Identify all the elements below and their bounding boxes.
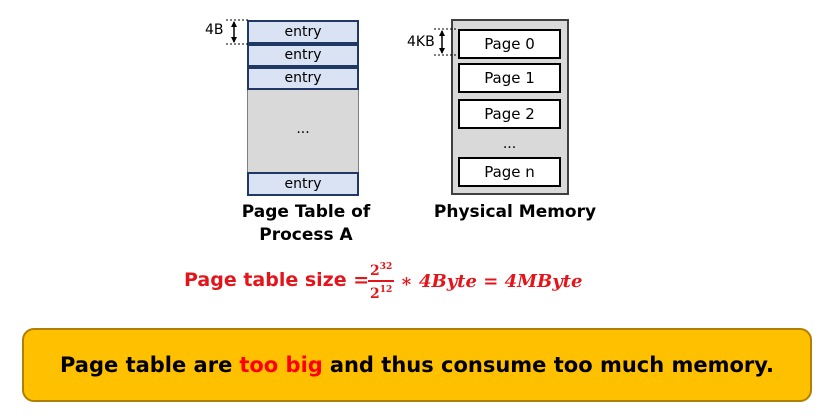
formula-rest: ∗ 4Byte = 4MByte [400,270,583,292]
numerator-exponent: 32 [379,262,393,272]
formula-numerator: 232 [368,259,394,280]
memory-page: Page n [458,157,561,187]
conclusion-banner: Page table are too big and thus consume … [22,328,812,402]
page-table-size-formula: 232 212 ∗ 4Byte = 4MByte [368,259,582,303]
banner-highlight: too big [239,353,323,377]
formula-denominator: 212 [368,282,394,303]
page-table-entry: entry [247,20,359,44]
physical-memory-caption: Physical Memory [433,202,597,222]
page-table-caption-line2: Process A [259,225,353,245]
page-table-entry: entry [247,44,359,67]
page-size-dimension-arrow [434,28,458,56]
memory-page: Page 1 [458,63,561,93]
memory-page: Page 0 [458,29,561,59]
numerator-base: 2 [370,263,380,279]
banner-text-before: Page table are [59,353,233,377]
page-size-label: 4KB [407,34,435,50]
denominator-exponent: 12 [379,285,393,295]
memory-ellipsis: ... [502,136,517,152]
entry-size-label: 4B [205,22,224,38]
entry-size-dimension-arrow [226,19,248,45]
page-table-ellipsis: ... [247,90,359,172]
denominator-base: 2 [370,286,380,302]
page-table-caption-line1: Page Table of [241,202,371,222]
page-table-entry: entry [247,67,359,90]
formula-fraction: 232 212 [368,259,395,303]
memory-page: Page 2 [458,99,561,129]
page-table-caption: Page Table of Process A [236,201,376,247]
banner-text-after: and thus consume too much memory. [329,353,775,377]
page-table-entry: entry [247,172,359,196]
fraction-bar [368,280,395,282]
formula-label: Page table size = [184,269,370,291]
